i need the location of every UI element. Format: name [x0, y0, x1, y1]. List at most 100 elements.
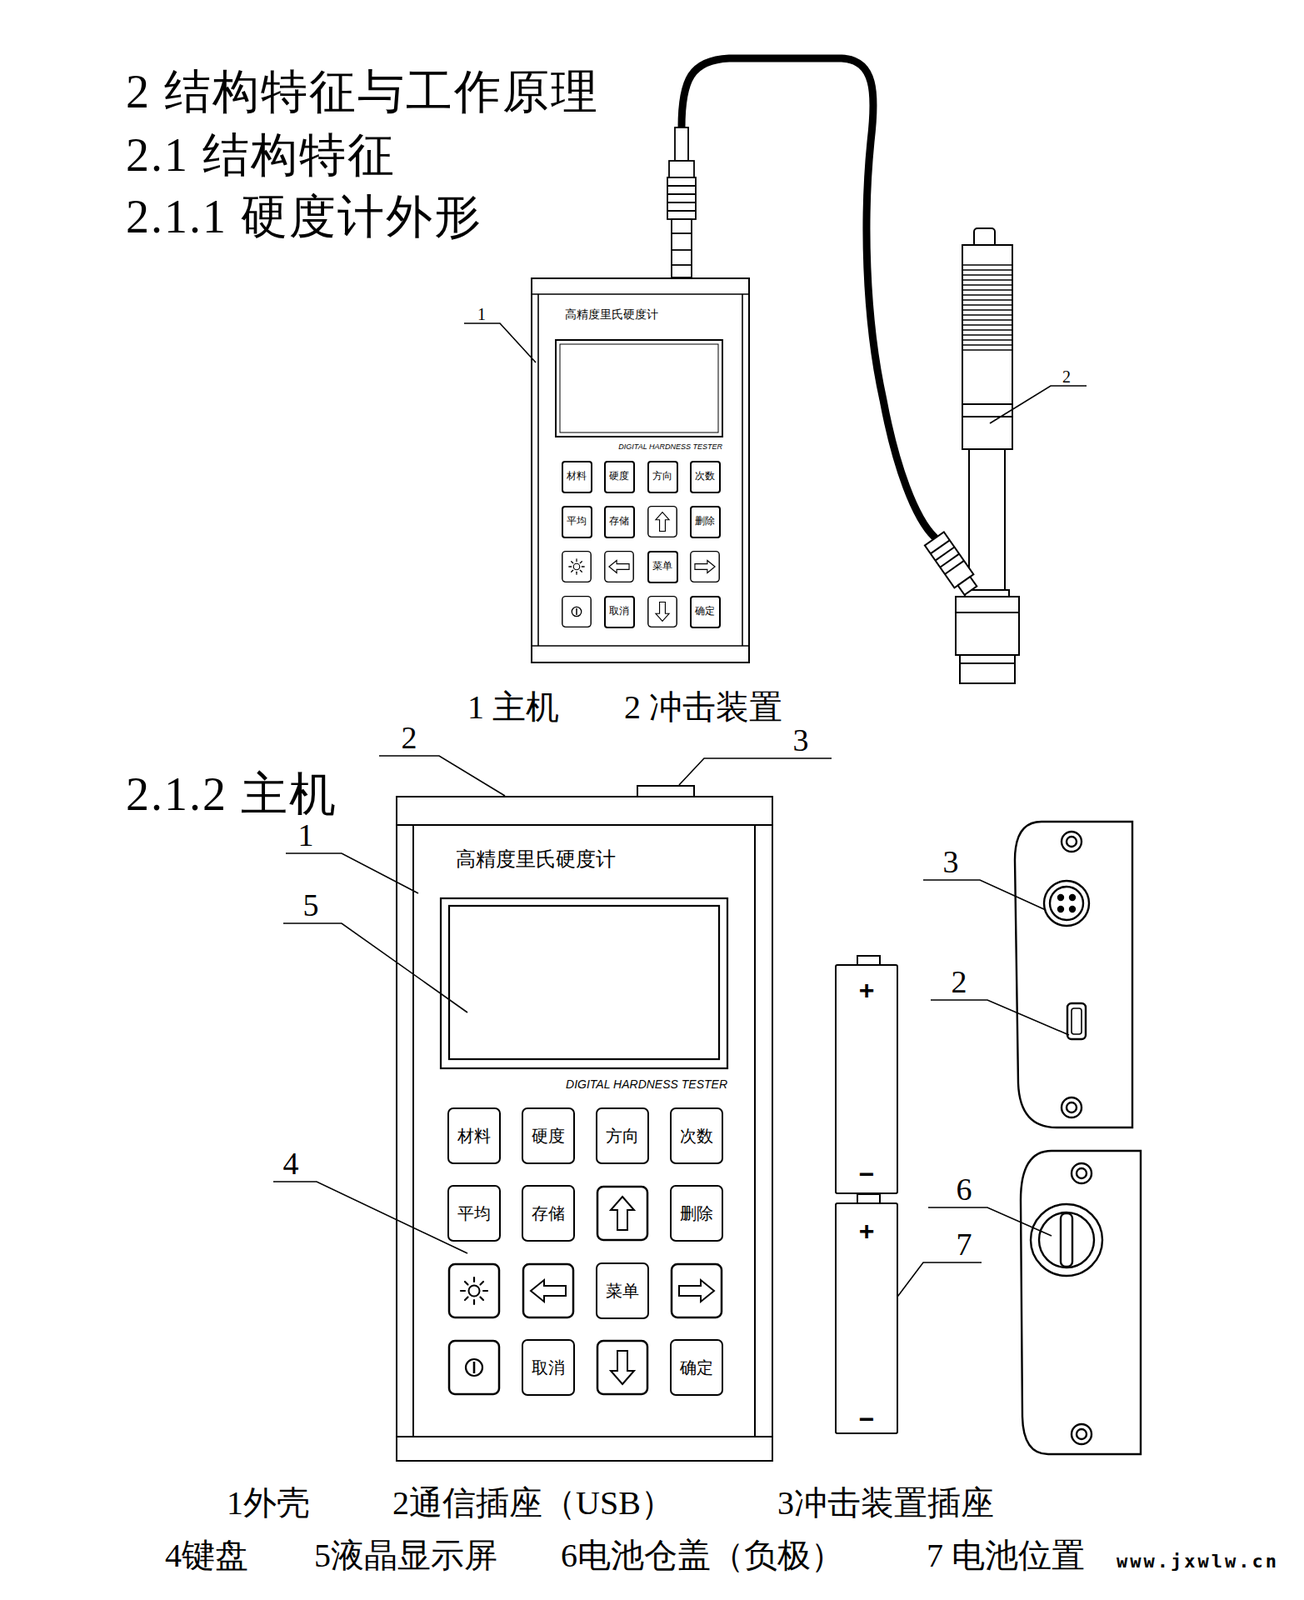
leader-line — [989, 385, 1087, 424]
housing-detail — [449, 905, 720, 1060]
end-panel — [1058, 906, 1064, 912]
function-key-symbol — [690, 551, 720, 583]
leader-line — [285, 853, 419, 894]
device-label: DIGITAL HARDNESS TESTER — [618, 443, 723, 452]
end-panel — [1061, 1097, 1082, 1118]
spring-ridges — [962, 279, 1013, 280]
callout-number: 2 — [401, 721, 418, 754]
section-heading: 2.1.1 硬度计外形 — [125, 193, 483, 240]
keypad-key: 次数 — [669, 1107, 724, 1165]
instrument-housing: 高精度里氏硬度计DIGITAL HARDNESS TESTER材料硬度方向次数平… — [530, 277, 750, 664]
function-key-symbol — [449, 1264, 500, 1318]
keypad-key: 菜单 — [647, 550, 679, 584]
leader-line — [928, 1207, 1052, 1236]
housing-detail — [412, 824, 415, 1437]
keypad-key: 方向 — [595, 1107, 650, 1165]
end-panel — [1066, 1102, 1077, 1113]
leader-line — [283, 923, 468, 1013]
key-label: 平均 — [566, 515, 587, 527]
cable-connector — [671, 219, 692, 278]
end-panel — [1061, 831, 1082, 852]
end-panel — [1071, 1423, 1092, 1444]
battery: +− — [834, 964, 899, 1195]
end-panel — [1020, 1150, 1141, 1454]
callout-number: 6 — [956, 1173, 973, 1205]
keypad-key: 存储 — [521, 1184, 575, 1242]
cable-connector — [667, 201, 696, 204]
spring-ridges — [962, 329, 1013, 330]
key-label: 材料 — [566, 470, 587, 482]
probe-plug — [958, 576, 978, 595]
part-caption: 4键盘 — [164, 1538, 249, 1573]
watermark: www.jxwlw.cn — [1116, 1552, 1280, 1571]
key-label: 菜单 — [652, 560, 673, 572]
probe-plug — [924, 531, 981, 597]
key-label: 删除 — [694, 515, 715, 527]
keypad-key: 平均 — [561, 505, 593, 539]
end-panel — [1066, 836, 1077, 847]
spring-ridges — [962, 274, 1013, 275]
housing-detail — [395, 824, 774, 826]
end-panel — [1039, 1212, 1095, 1268]
key-label: 次数 — [694, 470, 715, 482]
cable-connector — [667, 193, 696, 195]
leader-line — [679, 758, 832, 785]
polarity-sign: + — [859, 1216, 875, 1246]
key-label: 平均 — [457, 1204, 491, 1223]
keypad-key: 删除 — [689, 505, 721, 539]
spring-ridges — [962, 294, 1013, 295]
keypad-key: 硬度 — [604, 460, 635, 494]
key-label: 存储 — [531, 1204, 565, 1223]
cable-connector — [671, 264, 692, 266]
impact-device — [962, 415, 1013, 418]
figure-caption: 1 主机 — [467, 690, 560, 725]
cable-connector — [667, 209, 696, 212]
spring-ridges — [962, 319, 1013, 320]
spring-ridges — [962, 314, 1013, 315]
keypad-key: 材料 — [561, 460, 593, 494]
probe-cable — [681, 58, 935, 538]
callout-number: 5 — [303, 889, 320, 921]
section-heading: 2 结构特征与工作原理 — [125, 68, 600, 115]
keypad-key: 存储 — [604, 505, 635, 539]
end-panel — [1020, 1150, 1141, 1454]
housing-detail — [559, 344, 719, 433]
end-panel — [1030, 1204, 1103, 1276]
function-key-symbol — [562, 506, 720, 628]
part-caption: 5液晶显示屏 — [314, 1538, 498, 1573]
impact-device — [955, 611, 1020, 614]
end-panel — [1044, 880, 1090, 926]
leader-line — [930, 999, 1070, 1035]
end-panel — [1060, 1213, 1073, 1267]
callout-number: 7 — [956, 1228, 973, 1260]
spring-ridges — [962, 264, 1013, 350]
end-panel — [1014, 821, 1133, 1128]
key-label: 次数 — [679, 1126, 714, 1145]
housing-detail — [530, 294, 750, 646]
spring-ridges — [962, 289, 1013, 290]
function-key-symbol — [671, 1264, 722, 1318]
keypad-key: 确定 — [689, 595, 721, 629]
function-key-symbol — [562, 596, 591, 628]
polarity-sign: − — [859, 1159, 875, 1190]
cable-connector — [667, 177, 696, 220]
end-panel — [1049, 886, 1084, 920]
part-caption: 7 电池位置 — [926, 1538, 1085, 1573]
function-key-symbol — [604, 551, 634, 583]
callout-number: 3 — [943, 845, 960, 878]
impact-device — [974, 228, 995, 247]
housing-detail — [440, 898, 728, 1069]
end-panel — [1069, 906, 1075, 912]
housing-detail — [395, 785, 774, 1437]
spring-ridges — [962, 309, 1013, 310]
keypad-key: 取消 — [521, 1338, 575, 1396]
section-heading: 2.1.2 主机 — [125, 770, 338, 818]
keypad-key: 取消 — [604, 595, 635, 629]
key-label: 取消 — [609, 605, 630, 617]
key-label: 硬度 — [531, 1126, 565, 1145]
housing-detail — [741, 294, 744, 646]
keypad-key: 平均 — [447, 1184, 501, 1242]
function-key-symbol — [449, 1186, 722, 1394]
end-panel — [1071, 1008, 1082, 1035]
